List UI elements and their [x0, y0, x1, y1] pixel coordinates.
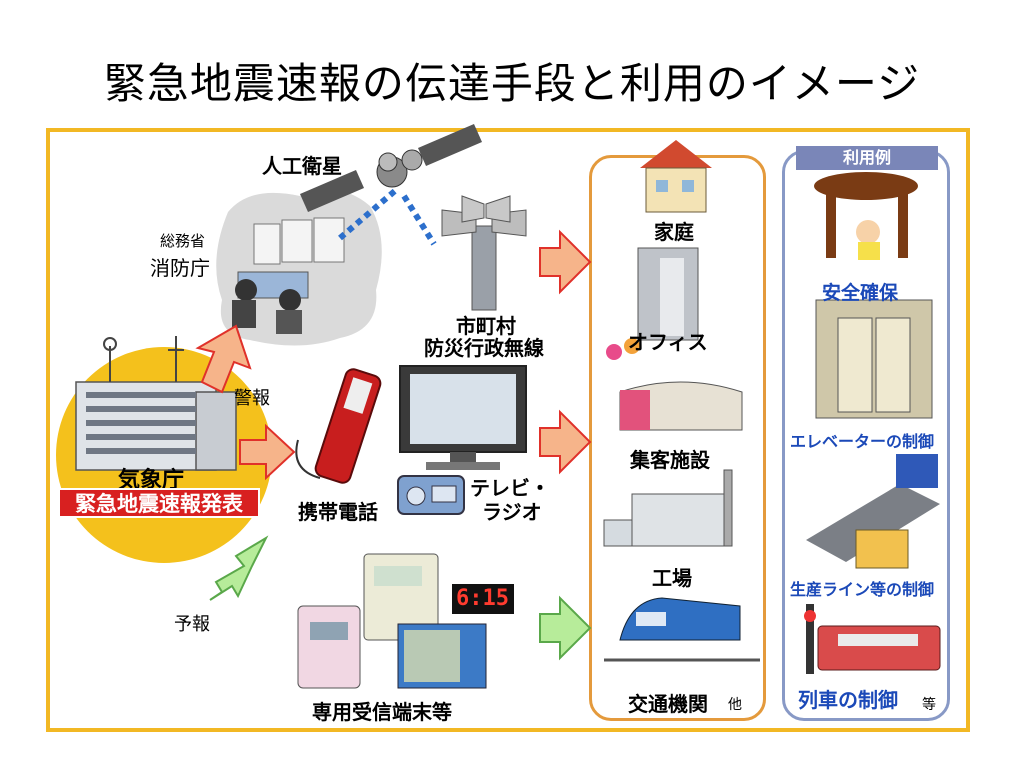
fdma-office-illustration — [216, 189, 382, 346]
office-illustration — [637, 247, 699, 341]
dest-home-label: 家庭 — [654, 222, 694, 244]
arrow-alert-right — [239, 423, 296, 481]
fdma-org-label: 総務省 — [160, 233, 206, 250]
use-elevator-label: エレベーターの制御 — [790, 434, 935, 451]
factory-illustration — [603, 469, 733, 547]
arrow-alert-up — [195, 324, 252, 394]
arrow-to-dest-1 — [539, 229, 592, 295]
municipal-label-2: 防災行政無線 — [424, 338, 544, 360]
terminal-illustration — [297, 553, 514, 689]
tv-illustration — [399, 365, 527, 470]
dest-office-label: オフィス — [628, 332, 708, 354]
production-line-illustration — [806, 454, 940, 569]
elevator-illustration — [815, 299, 933, 419]
clock-display: 6:15 — [456, 586, 509, 611]
loudspeaker-illustration — [441, 195, 527, 311]
use-etc-label: 等 — [922, 696, 936, 712]
uses-header: 利用例 — [796, 146, 938, 170]
train-illustration — [604, 597, 760, 662]
dest-factory-label: 工場 — [652, 568, 692, 590]
arrows — [195, 229, 592, 661]
satellite-illustration — [300, 124, 482, 246]
page-title: 緊急地震速報の伝達手段と利用のイメージ — [103, 59, 921, 108]
forecast-label: 予報 — [174, 614, 210, 634]
terminal-label: 専用受信端末等 — [312, 702, 452, 724]
satellite-label: 人工衛星 — [262, 156, 342, 178]
dest-transport-label: 交通機関 — [628, 694, 708, 716]
tv-radio-label-1: テレビ・ — [470, 478, 550, 500]
mobile-label: 携帯電話 — [298, 502, 378, 524]
municipal-label-1: 市町村 — [456, 316, 516, 338]
tv-radio-label-2: ラジオ — [482, 502, 542, 524]
dest-venue-label: 集客施設 — [630, 450, 710, 472]
arrow-to-dest-2 — [539, 409, 592, 475]
mobile-phone-illustration — [295, 368, 382, 484]
use-train-label: 列車の制御 — [798, 690, 898, 712]
fdma-label: 消防庁 — [150, 258, 210, 280]
announce-badge: 緊急地震速報発表 — [58, 488, 260, 518]
radio-illustration — [397, 475, 465, 515]
arrow-to-dest-3 — [539, 595, 592, 661]
train-control-illustration — [804, 604, 941, 674]
dest-etc-label: 他 — [728, 696, 742, 712]
use-production-label: 生産ライン等の制御 — [790, 582, 935, 599]
home-illustration — [640, 140, 712, 213]
arrow-forecast — [209, 535, 269, 601]
venue-illustration — [606, 338, 743, 431]
table-safety-illustration — [814, 172, 918, 260]
alert-label: 警報 — [234, 388, 270, 408]
use-safety-label: 安全確保 — [822, 283, 899, 304]
jma-label: 気象庁 — [118, 467, 185, 492]
